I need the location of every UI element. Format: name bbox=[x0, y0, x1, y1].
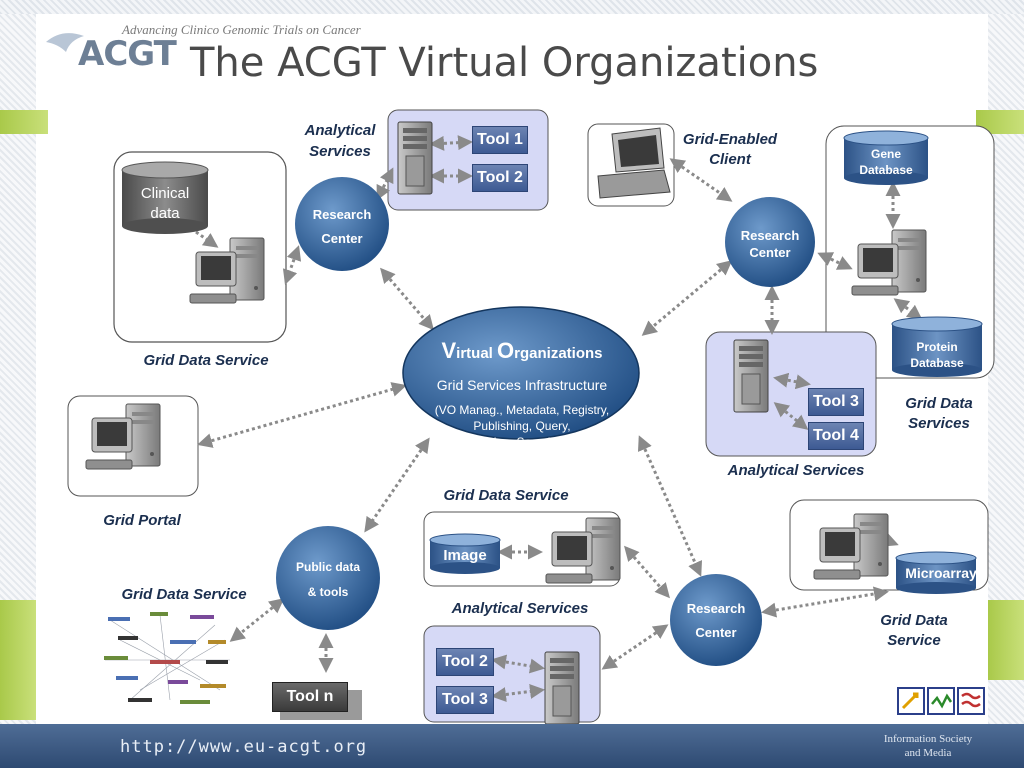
tool-1-box[interactable]: Tool 1 bbox=[472, 126, 528, 154]
top-border bbox=[0, 0, 1024, 14]
clinical-db-icon bbox=[121, 161, 209, 234]
public-data-label: Public data& tools bbox=[295, 560, 360, 599]
tagline: Advancing Clinico Genomic Trials on Canc… bbox=[122, 22, 361, 37]
footer-bar: http://www.eu-acgt.org Information Socie… bbox=[0, 724, 1024, 768]
network-graph-thumbnail bbox=[104, 612, 230, 704]
virtual-organizations-node bbox=[402, 306, 640, 440]
tool-n-box[interactable]: Tool n bbox=[272, 682, 348, 712]
analytical-server-right bbox=[733, 339, 769, 413]
research-center-node-bottom bbox=[670, 574, 762, 666]
vo-detail-1: (VO Manag., Metadata, Registry, bbox=[434, 403, 610, 417]
microarray-db-label: Microarray bbox=[905, 565, 977, 581]
analytical-server-bottom bbox=[544, 651, 580, 725]
tool-3-box[interactable]: Tool 3 bbox=[808, 388, 864, 416]
footer-url[interactable]: http://www.eu-acgt.org bbox=[120, 737, 368, 757]
analytical-server-top bbox=[397, 121, 433, 195]
grid-data-service-bottom-left-label: Grid Data Service bbox=[121, 586, 247, 603]
green-accent-bar bbox=[0, 600, 36, 720]
tool-2-box[interactable]: Tool 2 bbox=[472, 164, 528, 192]
laptop-icon bbox=[597, 127, 671, 199]
vo-detail-2: Publishing, Query, bbox=[473, 419, 571, 433]
acgt-logo-bird bbox=[46, 33, 84, 52]
research-center-node-right bbox=[725, 197, 815, 287]
tool-4-box[interactable]: Tool 4 bbox=[808, 422, 864, 450]
analytical-services-right-label: Analytical Services bbox=[727, 462, 865, 479]
image-db-label: Image bbox=[443, 547, 487, 564]
image-db-icon bbox=[429, 533, 501, 574]
green-accent-bar bbox=[988, 600, 1024, 680]
slide-title: The ACGT Virtual Organizations bbox=[190, 40, 819, 86]
research-center-node-top bbox=[295, 177, 389, 271]
acgt-logo: ACGT bbox=[78, 34, 177, 74]
vo-title: Virtual Organizations bbox=[441, 338, 603, 363]
tool-2-bottom-box[interactable]: Tool 2 bbox=[436, 648, 494, 676]
grid-portal-label: Grid Portal bbox=[103, 512, 181, 529]
public-data-node bbox=[276, 526, 380, 630]
vo-detail-3: Invocation, Security, etc.) bbox=[455, 435, 589, 449]
grid-data-service-left-label: Grid Data Service bbox=[143, 352, 269, 369]
microarray-db-icon bbox=[895, 551, 977, 594]
tool-3-bottom-box[interactable]: Tool 3 bbox=[436, 686, 494, 714]
gene-db-icon bbox=[843, 130, 929, 185]
green-accent-bar bbox=[0, 110, 48, 134]
vo-subtitle: Grid Services Infrastructure bbox=[436, 377, 608, 393]
ist-logo bbox=[897, 687, 985, 715]
protein-db-icon bbox=[891, 316, 983, 377]
analytical-services-bottom-label: Analytical Services bbox=[451, 600, 589, 617]
grid-data-service-center-label: Grid Data Service bbox=[443, 487, 569, 504]
